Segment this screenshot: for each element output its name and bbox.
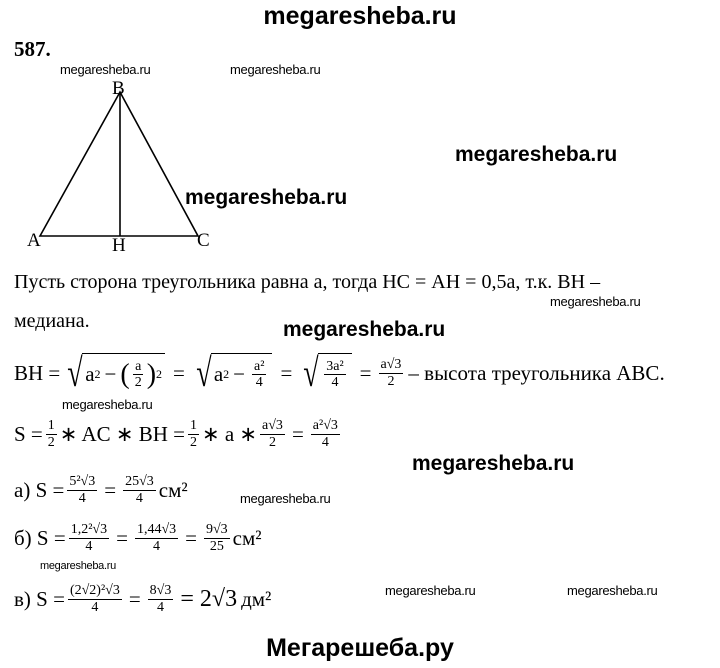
formula-text: б) S = — [14, 525, 66, 550]
point-label-h: H — [112, 235, 126, 256]
exponent: 2 — [156, 367, 163, 381]
watermark: megaresheba.ru — [283, 318, 446, 341]
watermark: megaresheba.ru — [455, 143, 618, 166]
watermark: megaresheba.ru — [40, 560, 116, 572]
watermark: megaresheba.ru — [60, 62, 151, 77]
formula-text: = — [280, 360, 293, 385]
formula-text: = — [104, 477, 117, 502]
formula-text: a — [213, 362, 224, 386]
exponent: 2 — [223, 367, 230, 381]
formula-text: = — [291, 421, 304, 446]
formula-text: = — [128, 586, 141, 611]
formula-text: – высота треугольника ABC. — [408, 360, 665, 385]
triangle-abc — [38, 90, 200, 237]
watermark: megaresheba.ru — [567, 583, 658, 598]
formula-text: = — [173, 360, 185, 385]
watermark: megaresheba.ru — [550, 294, 641, 309]
formula-text: а) S = — [14, 477, 65, 502]
unit: дм² — [241, 586, 272, 611]
formula-text: − — [104, 362, 117, 386]
formula-text: = — [185, 525, 197, 550]
vertex-label-a: A — [27, 230, 41, 251]
exponent: 2 — [94, 367, 101, 381]
watermark: megaresheba.ru — [240, 491, 331, 506]
formula-text: ∗ AC ∗ BH = — [59, 421, 186, 446]
formula-text: a — [85, 362, 95, 386]
watermark: megaresheba.ru — [185, 186, 348, 209]
unit: см² — [158, 477, 188, 502]
formula-text: в) S = — [14, 586, 65, 611]
unit: см² — [232, 525, 262, 550]
watermark: megaresheba.ru — [230, 62, 321, 77]
vertex-label-b: B — [112, 78, 125, 99]
footer-watermark[interactable]: Мегарешеба.ру — [266, 634, 454, 662]
triangle-figure — [38, 90, 200, 237]
vertex-label-c: C — [197, 230, 210, 251]
header-watermark[interactable]: megaresheba.ru — [263, 2, 457, 30]
watermark: megaresheba.ru — [62, 397, 153, 412]
formula-text: = 2√3 — [180, 585, 238, 612]
formula-text: ∗ a ∗ — [202, 421, 258, 446]
formula-text: − — [233, 362, 246, 386]
formula-text: S = — [14, 421, 43, 446]
watermark: megaresheba.ru — [385, 583, 476, 598]
watermark: megaresheba.ru — [412, 452, 575, 475]
formula-text: BH = — [14, 360, 61, 385]
text-line-2: медиана. — [14, 310, 90, 332]
problem-number: 587. — [14, 37, 51, 61]
formula-text: = — [359, 360, 372, 385]
formula-text: = — [116, 525, 128, 550]
text-line-1: Пусть сторона треугольника равна а, тогд… — [14, 271, 601, 293]
